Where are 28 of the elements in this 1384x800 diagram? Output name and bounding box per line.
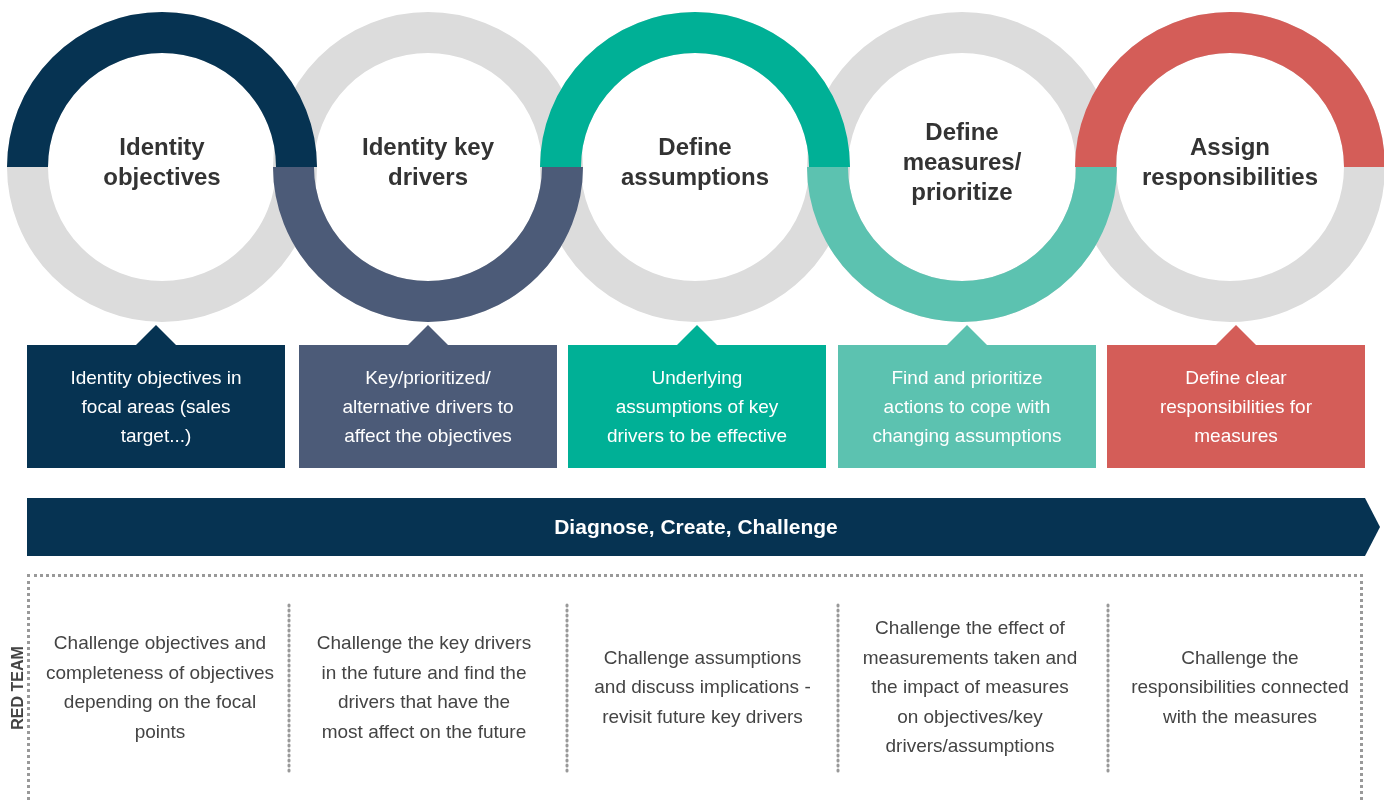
step-ring	[807, 12, 1117, 322]
step-title: Identity objectives	[102, 132, 222, 192]
arrow-banner	[27, 498, 1380, 556]
challenge-text: Challenge assumptions and discuss implications - revisit future key drivers	[593, 645, 812, 729]
banner-label: Diagnose, Create, Challenge	[554, 515, 838, 539]
step-title: Define measures/ prioritize	[901, 117, 1023, 207]
callout-text: Find and prioritize actions to cope with changing assumptions	[871, 366, 1063, 448]
callout-text: Define clear responsibilities for measures	[1158, 366, 1314, 448]
callout-box	[299, 325, 557, 468]
step-ring	[273, 12, 583, 322]
callout-box	[27, 325, 285, 468]
step-ring	[540, 12, 850, 322]
callout-text: Identity objectives in focal areas (sales target...)	[69, 366, 243, 448]
step-ring	[1075, 12, 1384, 322]
challenge-text: Challenge the effect of measurements taken and the impact of measures on objectives/key drivers/assumptions	[861, 616, 1079, 759]
callout-box	[568, 325, 826, 468]
callout-box	[838, 325, 1096, 468]
step-title: Define assumptions	[620, 132, 770, 192]
step-title: Identity key drivers	[360, 132, 495, 192]
step-title: Assign responsibilities	[1140, 132, 1320, 192]
callout-text: Key/prioritized/ alternative drivers to affect the objectives	[341, 366, 515, 448]
callout-text: Underlying assumptions of key drivers to be effective	[605, 366, 789, 448]
step-ring	[7, 12, 317, 322]
challenge-text: Challenge the responsibilities connected with the measures	[1130, 645, 1350, 729]
challenge-text: Challenge objectives and completeness of objectives depending on the focal points	[44, 631, 276, 744]
side-heading: RED TEAM	[9, 645, 27, 732]
challenge-text: Challenge the key drivers in the future and find the drivers that have the most affect on the future	[315, 631, 533, 744]
callout-box	[1107, 325, 1365, 468]
